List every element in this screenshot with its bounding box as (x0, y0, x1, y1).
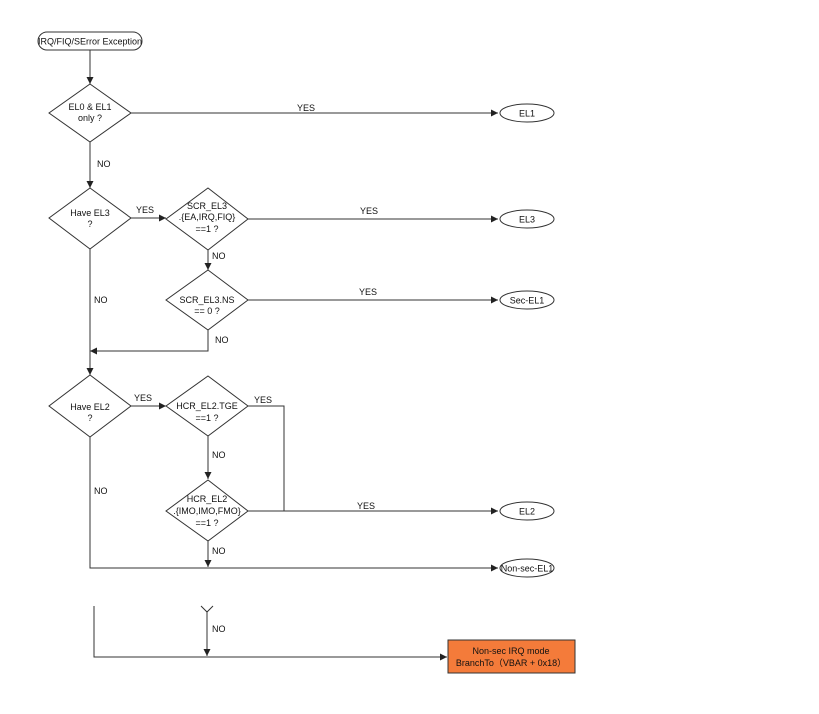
decision-scr-el3-bits: SCR_EL3 .{EA,IRQ,FIQ} ==1 ? (165, 187, 249, 251)
arrow-haveel2-no-nonsecel1 (89, 437, 498, 572)
decision-scr-el3-bits-line1: SCR_EL3 (187, 201, 227, 211)
terminal-el2: EL2 (499, 501, 555, 521)
arrow-scrns-no (90, 330, 209, 355)
start-node-label: IRQ/FIQ/SError Exception (38, 37, 142, 47)
edge-label-yes: YES (297, 103, 315, 113)
edge-label-no: NO (212, 624, 226, 634)
terminal-sec-el1-shape (499, 290, 555, 310)
decision-have-el3: Have EL3 ? (48, 187, 132, 250)
decision-scr-el3-bits-shape (165, 187, 249, 251)
decision-hcr-el2-imo-shape (165, 479, 249, 542)
edge-label-no: NO (212, 450, 226, 460)
connectors (86, 50, 498, 661)
decision-hcr-el2-tge-line1: HCR_EL2.TGE (176, 401, 238, 411)
decision-have-el2: Have EL2 ? (48, 374, 132, 438)
edge-label-yes: YES (360, 206, 378, 216)
terminal-el3-shape (499, 209, 555, 229)
terminal-non-sec-el1-label: Non-sec-EL1 (501, 564, 554, 574)
decision-el0-el1-only-line1: EL0 & EL1 (68, 102, 111, 112)
decision-hcr-el2-tge-line2: ==1 ? (195, 413, 218, 423)
edge-label-no: NO (94, 486, 108, 496)
edge-label-no: NO (212, 546, 226, 556)
terminal-el1-label: EL1 (519, 109, 535, 119)
terminal-el1: EL1 (499, 103, 555, 123)
terminal-el2-shape (499, 501, 555, 521)
action-box-line1: Non-sec IRQ mode (472, 646, 549, 656)
decision-scr-el3-ns-line1: SCR_EL3.NS (179, 295, 234, 305)
edge-label-no: NO (94, 295, 108, 305)
decision-have-el2-line2: ? (87, 413, 92, 423)
terminal-sec-el1-label: Sec-EL1 (510, 296, 545, 306)
terminal-sec-el1: Sec-EL1 (499, 290, 555, 310)
arrow-to-action (93, 606, 447, 661)
decision-hcr-el2-imo-line1: HCR_EL2 (187, 494, 228, 504)
edge-labels: YES NO YES YES NO YES NO NO YES YES NO N… (94, 103, 378, 634)
start-node: IRQ/FIQ/SError Exception (37, 31, 143, 51)
decision-el0-el1-only-shape (48, 83, 132, 143)
terminal-el2-label: EL2 (519, 507, 535, 517)
decision-have-el2-line1: Have EL2 (70, 402, 110, 412)
terminal-non-sec-el1: Non-sec-EL1 (499, 558, 555, 578)
decision-el0-el1-only-line2: only ? (78, 113, 102, 123)
edge-label-yes: YES (254, 395, 272, 405)
edge-label-no: NO (215, 335, 229, 345)
decision-have-el2-shape (48, 374, 132, 438)
decision-el0-el1-only: EL0 & EL1 only ? (48, 83, 132, 143)
decision-hcr-el2-tge: HCR_EL2.TGE ==1 ? (165, 375, 249, 437)
terminal-el1-shape (499, 103, 555, 123)
decision-hcr-el2-imo-line2: .{IMO,IMO,FMO} (173, 506, 241, 516)
decision-hcr-el2-tge-shape (165, 375, 249, 437)
decision-scr-el3-ns: SCR_EL3.NS == 0 ? (165, 269, 249, 331)
edge-label-yes: YES (136, 205, 154, 215)
terminal-el3-label: EL3 (519, 215, 535, 225)
decision-have-el3-line1: Have EL3 (70, 208, 110, 218)
decision-hcr-el2-imo-line3: ==1 ? (195, 518, 218, 528)
edge-label-yes: YES (357, 501, 375, 511)
arrow-tge-yes (248, 405, 285, 511)
action-box-line2: BranchTo（VBAR + 0x18） (456, 658, 566, 668)
decision-hcr-el2-imo: HCR_EL2 .{IMO,IMO,FMO} ==1 ? (165, 479, 249, 542)
decision-scr-el3-bits-line3: ==1 ? (195, 224, 218, 234)
edge-label-no: NO (212, 251, 226, 261)
action-box: Non-sec IRQ mode BranchTo（VBAR + 0x18） (447, 639, 576, 674)
decision-scr-el3-ns-line2: == 0 ? (194, 306, 220, 316)
start-node-shape (37, 31, 143, 51)
action-box-shape (447, 639, 576, 674)
edge-label-no: NO (97, 159, 111, 169)
decision-have-el3-line2: ? (87, 219, 92, 229)
decision-scr-el3-bits-line2: .{EA,IRQ,FIQ} (179, 212, 236, 222)
edge-label-yes: YES (359, 287, 377, 297)
decision-scr-el3-ns-shape (165, 269, 249, 331)
edge-label-yes: YES (134, 393, 152, 403)
terminal-el3: EL3 (499, 209, 555, 229)
terminal-non-sec-el1-shape (499, 558, 555, 578)
connector-fork-mark (200, 605, 214, 613)
decision-have-el3-shape (48, 187, 132, 250)
